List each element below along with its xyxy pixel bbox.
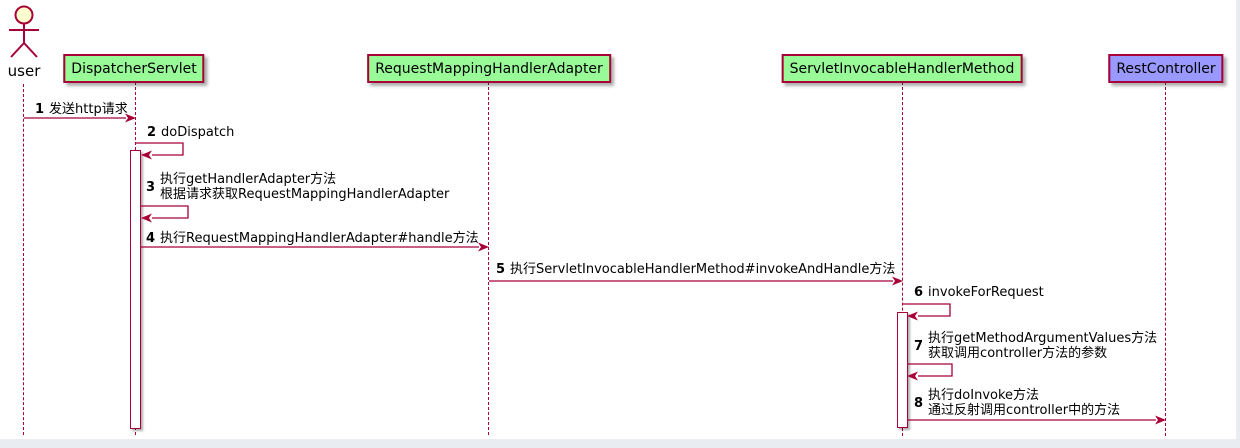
participant-dispatcherservlet: DispatcherServlet [63, 54, 205, 83]
message-3-text: 执行getHandlerAdapter方法 根据请求获取RequestMappi… [160, 172, 449, 202]
message-5-text: 执行ServletInvocableHandlerMethod#invokeAn… [510, 262, 896, 277]
message-7-label: 7 执行getMethodArgumentValues方法 获取调用contro… [914, 331, 1157, 361]
participant-restcontroller: RestController [1108, 54, 1224, 83]
message-7-text: 执行getMethodArgumentValues方法 获取调用controll… [928, 331, 1157, 361]
message-3-number: 3 [146, 179, 156, 195]
activation-bar-dispatcherservlet [130, 150, 141, 429]
message-4-text: 执行RequestMappingHandlerAdapter#handle方法 [160, 231, 479, 246]
message-4-number: 4 [146, 231, 156, 246]
message-8-label: 8 执行doInvoke方法 通过反射调用controller中的方法 [914, 388, 1120, 418]
message-6-text: invokeForRequest [928, 285, 1044, 300]
diagram-paper [0, 0, 1236, 439]
message-3-text-line2: 根据请求获取RequestMappingHandlerAdapter [160, 187, 450, 202]
message-3-text-line1: 执行getHandlerAdapter方法 [160, 172, 337, 187]
message-6-label: 6 invokeForRequest [914, 285, 1044, 300]
message-8-text-line2: 通过反射调用controller中的方法 [928, 403, 1121, 418]
actor-icon [9, 5, 39, 58]
message-5-number: 5 [496, 262, 506, 277]
message-8-text: 执行doInvoke方法 通过反射调用controller中的方法 [928, 388, 1120, 418]
message-8-text-line1: 执行doInvoke方法 [928, 388, 1040, 403]
message-8-number: 8 [914, 395, 924, 411]
message-3-label: 3 执行getHandlerAdapter方法 根据请求获取RequestMap… [146, 172, 449, 202]
participant-requestmappinghandleradapter: RequestMappingHandlerAdapter [367, 54, 611, 83]
message-7-number: 7 [914, 338, 924, 354]
lifeline-servletinvocablehandlermethod [902, 82, 903, 436]
message-1-label: 1 发送http请求 [35, 102, 128, 117]
message-7-text-line2: 获取调用controller方法的参数 [928, 346, 1108, 361]
message-4-label: 4 执行RequestMappingHandlerAdapter#handle方… [146, 231, 479, 246]
message-5-label: 5 执行ServletInvocableHandlerMethod#invoke… [496, 262, 895, 277]
actor-user: user [0, 4, 48, 79]
message-1-text: 发送http请求 [49, 102, 128, 117]
message-2-text: doDispatch [161, 125, 235, 140]
message-7-text-line1: 执行getMethodArgumentValues方法 [928, 331, 1158, 346]
message-1-number: 1 [35, 102, 45, 117]
activation-bar-servletinvocablehandlermethod [897, 312, 908, 428]
message-2-number: 2 [147, 125, 157, 140]
lifeline-user [23, 84, 24, 435]
lifeline-restcontroller [1165, 82, 1166, 436]
participant-servletinvocablehandlermethod: ServletInvocableHandlerMethod [781, 54, 1023, 83]
message-6-number: 6 [914, 285, 924, 300]
actor-label: user [7, 62, 41, 80]
lifeline-requestmappinghandleradapter [488, 82, 489, 435]
message-2-label: 2 doDispatch [147, 125, 234, 140]
